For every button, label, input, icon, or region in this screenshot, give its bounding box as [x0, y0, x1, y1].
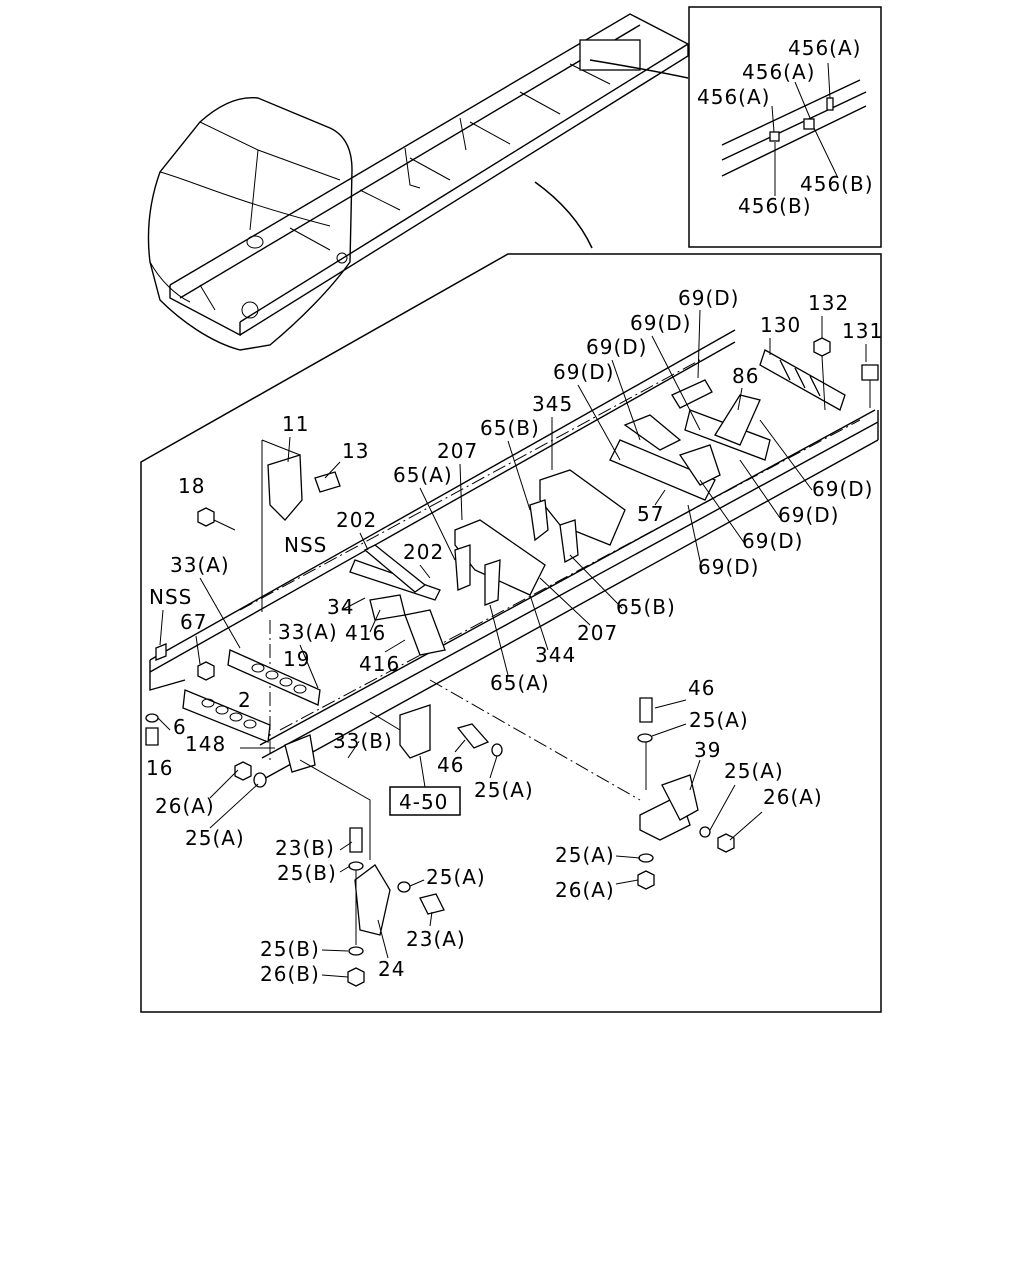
callout-86: 86: [732, 364, 759, 388]
callout-46: 46: [688, 676, 715, 700]
callout-13: 13: [342, 439, 369, 463]
callout-202: 202: [336, 508, 377, 532]
inset-frame: [688, 6, 882, 248]
callout-25b: 25(B): [277, 861, 337, 885]
callout-69d: 69(D): [678, 286, 739, 310]
callout-345: 345: [532, 392, 573, 416]
callout-nss: NSS: [149, 585, 192, 609]
callout-416: 416: [359, 652, 400, 676]
callout-25a: 25(A): [689, 708, 749, 732]
callout-25a: 25(A): [474, 778, 534, 802]
part-callouts: 69(D) 132 69(D) 130 131 69(D) 69(D) 86 3…: [146, 286, 883, 986]
callout-18: 18: [178, 474, 205, 498]
inset-label-1: 456(A): [788, 36, 861, 60]
callout-69d: 69(D): [698, 555, 759, 579]
callout-2: 2: [238, 688, 252, 712]
callout-25a: 25(A): [185, 826, 245, 850]
callout-69d: 69(D): [630, 311, 691, 335]
main-exploded-view: [145, 329, 879, 987]
callout-26a: 26(A): [555, 878, 615, 902]
callout-nss: NSS: [284, 533, 327, 557]
callout-26a: 26(A): [763, 785, 823, 809]
callout-67: 67: [180, 610, 207, 634]
callout-39: 39: [694, 738, 721, 762]
callout-25a: 25(A): [555, 843, 615, 867]
callout-26a: 26(A): [155, 794, 215, 818]
main-view-frame: [140, 253, 882, 1013]
callout-207: 207: [577, 621, 618, 645]
callout-130: 130: [760, 313, 801, 337]
callout-46: 46: [437, 753, 464, 777]
callout-6: 6: [173, 715, 187, 739]
detail-inset: 456(A) 456(A) 456(A) 456(B) 456(B): [688, 6, 882, 248]
callout-16: 16: [146, 756, 173, 780]
inset-label-2: 456(A): [742, 60, 815, 84]
callout-11: 11: [282, 412, 309, 436]
callout-202: 202: [403, 540, 444, 564]
callout-33a: 33(A): [278, 620, 338, 644]
callout-69d: 69(D): [553, 360, 614, 384]
inset-label-4: 456(B): [800, 172, 874, 196]
callout-19: 19: [283, 647, 310, 671]
leader-lines: [157, 309, 867, 978]
callout-69d: 69(D): [742, 529, 803, 553]
callout-65a: 65(A): [393, 463, 453, 487]
inset-label-3: 456(A): [697, 85, 770, 109]
callout-24: 24: [378, 957, 405, 981]
callout-23a: 23(A): [406, 927, 466, 951]
callout-25a: 25(A): [426, 865, 486, 889]
callout-57: 57: [637, 502, 664, 526]
inset-label-5: 456(B): [738, 194, 812, 218]
callout-132: 132: [808, 291, 849, 315]
callout-344: 344: [535, 643, 576, 667]
callout-69d: 69(D): [812, 477, 873, 501]
callout-69d: 69(D): [586, 335, 647, 359]
callout-148: 148: [185, 732, 226, 756]
callout-33a: 33(A): [170, 553, 230, 577]
callout-25a: 25(A): [724, 759, 784, 783]
truck-overview-illustration: [147, 13, 690, 351]
callout-23b: 23(B): [275, 836, 335, 860]
callout-26b: 26(B): [260, 962, 320, 986]
callout-207: 207: [437, 439, 478, 463]
callout-131: 131: [842, 319, 883, 343]
callout-33b: 33(B): [333, 729, 393, 753]
callout-34: 34: [327, 595, 354, 619]
callout-65a: 65(A): [490, 671, 550, 695]
callout-416: 416: [345, 621, 386, 645]
callout-65b: 65(B): [480, 416, 540, 440]
callout-25b: 25(B): [260, 937, 320, 961]
callout-65b: 65(B): [616, 595, 676, 619]
callout-69d: 69(D): [778, 503, 839, 527]
reference-box-label[interactable]: 4-50: [399, 790, 448, 814]
